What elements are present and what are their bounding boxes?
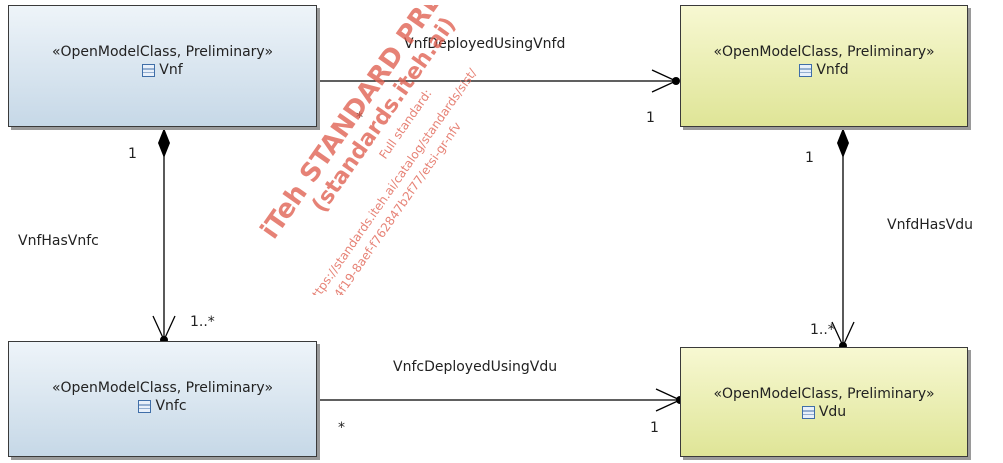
class-vnf-name: Vnf: [159, 62, 183, 78]
class-vdu-name: Vdu: [818, 404, 847, 420]
class-vnfc[interactable]: «OpenModelClass, Preliminary» Vnfc: [8, 341, 317, 457]
class-vnfc-stereotype: «OpenModelClass, Preliminary»: [51, 380, 274, 396]
class-vnfd[interactable]: «OpenModelClass, Preliminary» Vnfd: [680, 5, 968, 127]
multiplicity-vnf-to-vnfc-target: 1..*: [190, 314, 215, 330]
class-icon: [799, 63, 813, 77]
association-name-vnfd-has-vdu: VnfdHasVdu: [887, 217, 974, 233]
class-vdu-stereotype: «OpenModelClass, Preliminary»: [713, 386, 935, 402]
association-name-vnf-deployed-using-vnfd: VnfDeployedUsingVnfd: [404, 36, 566, 52]
multiplicity-vnfd-to-vdu-source: 1: [805, 150, 814, 166]
association-name-vnfc-deployed-using-vdu: VnfcDeployedUsingVdu: [393, 359, 558, 375]
multiplicity-vnfc-to-vdu-source: *: [338, 420, 345, 436]
class-vnfc-name: Vnfc: [155, 398, 187, 414]
vnfd-ownership-dot: [672, 77, 680, 85]
class-vnfd-title: Vnfd: [799, 62, 849, 78]
vnfd-composition-diamond: [837, 128, 849, 158]
class-vnfd-name: Vnfd: [816, 62, 849, 78]
class-icon: [801, 405, 815, 419]
association-name-vnf-has-vnfc: VnfHasVnfc: [18, 233, 99, 249]
class-vnf-title: Vnf: [142, 62, 183, 78]
class-icon: [142, 63, 156, 77]
class-icon: [138, 399, 152, 413]
multiplicity-vnf-to-vnfd-target: 1: [646, 110, 655, 126]
class-vdu-title: Vdu: [801, 404, 847, 420]
class-vnfd-stereotype: «OpenModelClass, Preliminary»: [713, 44, 935, 60]
multiplicity-vnfc-to-vdu-target: 1: [650, 420, 659, 436]
multiplicity-vnfd-to-vdu-target: 1..*: [810, 322, 835, 338]
multiplicity-vnf-to-vnfc-source: 1: [128, 146, 137, 162]
vnf-composition-diamond: [158, 128, 170, 158]
class-vnf[interactable]: «OpenModelClass, Preliminary» Vnf: [8, 5, 317, 127]
multiplicity-vnf-to-vnfd-source: *: [356, 110, 363, 126]
class-vnfc-title: Vnfc: [138, 398, 187, 414]
class-vnf-stereotype: «OpenModelClass, Preliminary»: [51, 44, 274, 60]
class-vdu[interactable]: «OpenModelClass, Preliminary» Vdu: [680, 347, 968, 457]
